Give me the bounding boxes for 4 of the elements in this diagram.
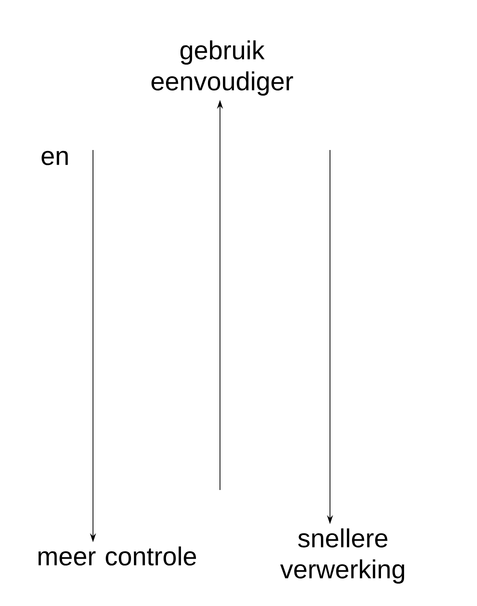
node-text: snellere verwerking xyxy=(280,528,404,584)
node-text: gebruik eenvoudiger xyxy=(152,40,294,96)
node-text: meer controle xyxy=(38,546,196,566)
label-text: en xyxy=(42,150,68,166)
